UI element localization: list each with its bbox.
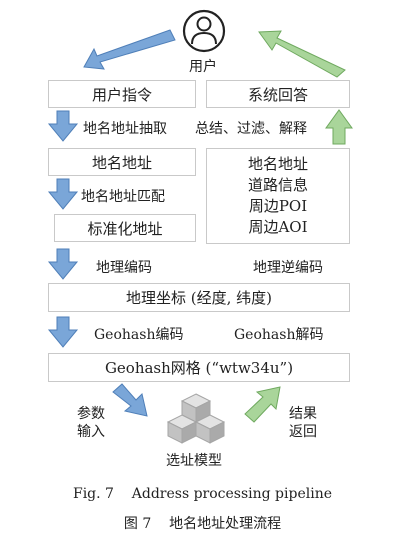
arrow-user-to-command (83, 29, 176, 70)
arrow-match-down (47, 178, 79, 210)
arrow-geohash-encode-down (47, 316, 79, 348)
label-match: 地名地址匹配 (81, 189, 165, 205)
label-result-return-line1: 结果 (289, 406, 317, 422)
user-command-box: 用户指令 (48, 80, 196, 108)
label-geocode: 地理编码 (96, 260, 152, 276)
arrow-summarize-up (325, 109, 353, 145)
label-result-return: 结果 返回 (289, 405, 317, 441)
info-box: 地名地址 道路信息 周边POI 周边AOI (206, 148, 350, 244)
info-line-1: 地名地址 (247, 155, 308, 173)
label-reverse-geocode: 地理逆编码 (253, 260, 323, 276)
label-result-return-line2: 返回 (289, 424, 317, 440)
label-param-input-line2: 输入 (77, 424, 105, 440)
model-label: 选址模型 (166, 453, 222, 469)
geohash-grid-box: Geohash网格 (“wtw34u”) (48, 353, 350, 382)
coordinates-box: 地理坐标 (经度, 纬度) (48, 283, 350, 312)
system-answer-box: 系统回答 (206, 80, 350, 108)
label-geohash-decode: Geohash解码 (234, 327, 324, 343)
standard-address-box: 标准化地址 (54, 214, 196, 242)
cubes-icon (166, 393, 226, 444)
arrow-result-return (244, 386, 281, 423)
info-line-2: 道路信息 (247, 176, 308, 194)
label-geohash-encode: Geohash编码 (94, 327, 184, 343)
user-label: 用户 (189, 59, 217, 75)
label-param-input: 参数 输入 (77, 405, 105, 441)
info-line-4: 周边AOI (248, 218, 308, 236)
label-param-input-line1: 参数 (77, 406, 105, 422)
arrow-answer-to-user (258, 30, 346, 78)
caption-zh: 图 7 地名地址处理流程 (123, 516, 282, 532)
arrow-param-input (112, 383, 148, 417)
info-line-3: 周边POI (248, 197, 308, 215)
label-summarize: 总结、过滤、解释 (195, 121, 307, 137)
label-extract: 地名地址抽取 (83, 121, 167, 137)
address-box: 地名地址 (48, 148, 196, 176)
arrow-extract-down (47, 110, 79, 142)
user-icon (182, 9, 226, 53)
caption-en: Fig. 7 Address processing pipeline (72, 486, 333, 502)
arrow-geocode-down (47, 248, 79, 280)
